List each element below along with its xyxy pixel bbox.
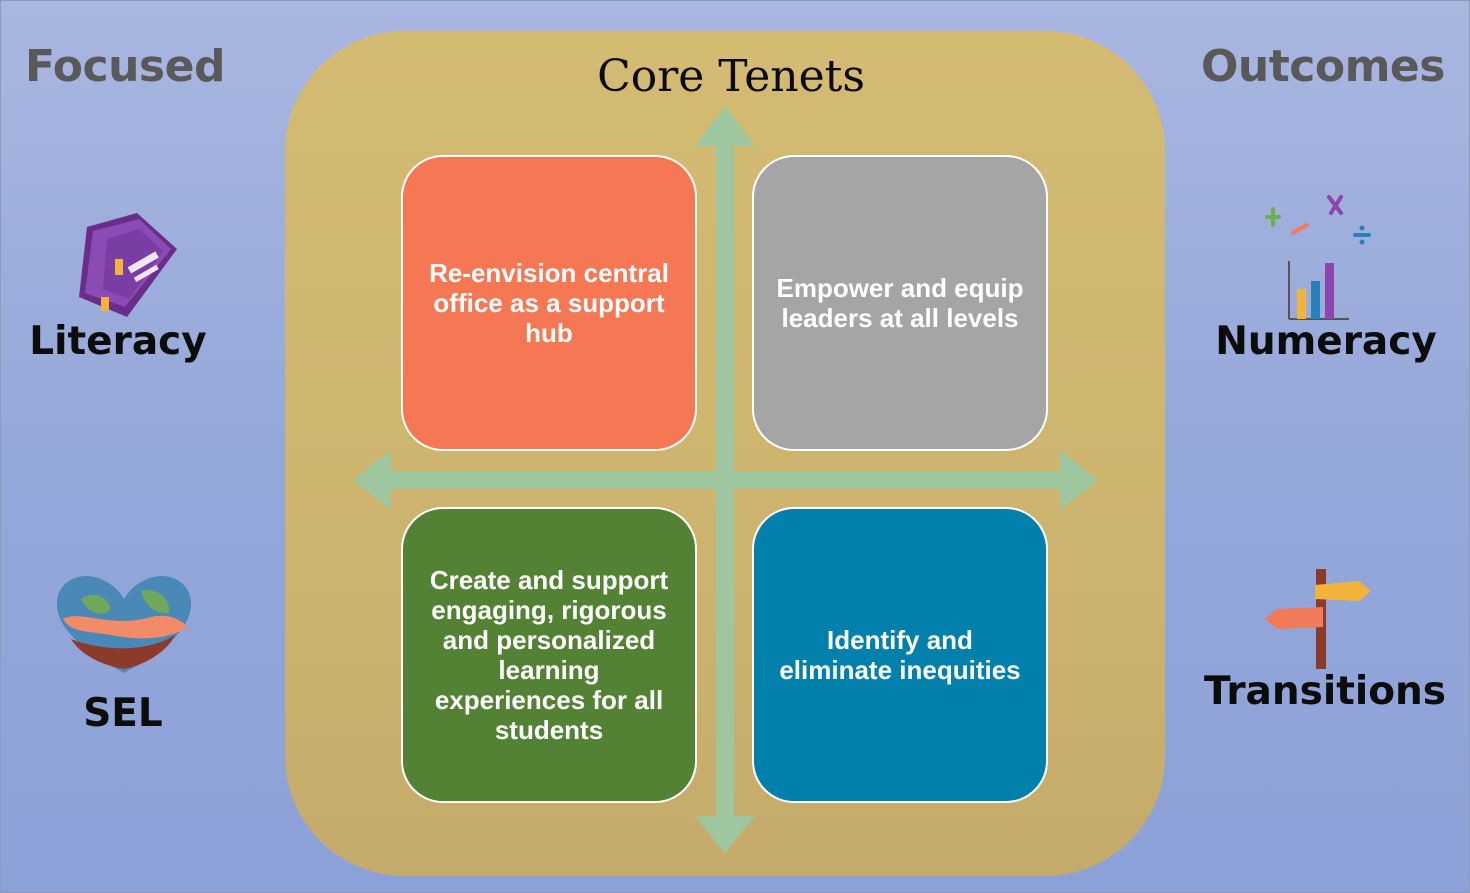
tenet-text: Empower and equip leaders at all levels xyxy=(776,273,1024,333)
core-tenets-title: Core Tenets xyxy=(597,51,865,102)
tenet-tile-central-office: Re-envision central office as a support … xyxy=(401,155,697,451)
tenet-tile-leaders: Empower and equip leaders at all levels xyxy=(752,155,1048,451)
book-icon xyxy=(79,213,177,317)
numeracy-label: Numeracy xyxy=(1215,319,1437,364)
down-arrowhead xyxy=(695,816,755,853)
horizontal-arrow-shaft xyxy=(386,471,1066,489)
up-arrowhead xyxy=(695,106,755,146)
literacy-label: Literacy xyxy=(29,319,207,364)
left-arrowhead xyxy=(353,450,391,510)
tenet-tile-learning: Create and support engaging, rigorous an… xyxy=(401,507,697,803)
heart-globe-icon xyxy=(56,575,192,673)
tenet-text: Identify and eliminate inequities xyxy=(779,625,1021,685)
transitions-label: Transitions xyxy=(1204,669,1446,714)
signpost-icon xyxy=(1265,569,1371,669)
focused-heading: Focused xyxy=(25,41,225,92)
tenet-text: Create and support engaging, rigorous an… xyxy=(429,565,669,745)
math-chart-icon xyxy=(1265,195,1371,320)
tenet-tile-inequities: Identify and eliminate inequities xyxy=(752,507,1048,803)
tenet-text: Re-envision central office as a support … xyxy=(429,258,669,348)
sel-label: SEL xyxy=(83,691,163,736)
outcomes-heading: Outcomes xyxy=(1201,41,1445,92)
right-arrowhead xyxy=(1060,450,1098,510)
